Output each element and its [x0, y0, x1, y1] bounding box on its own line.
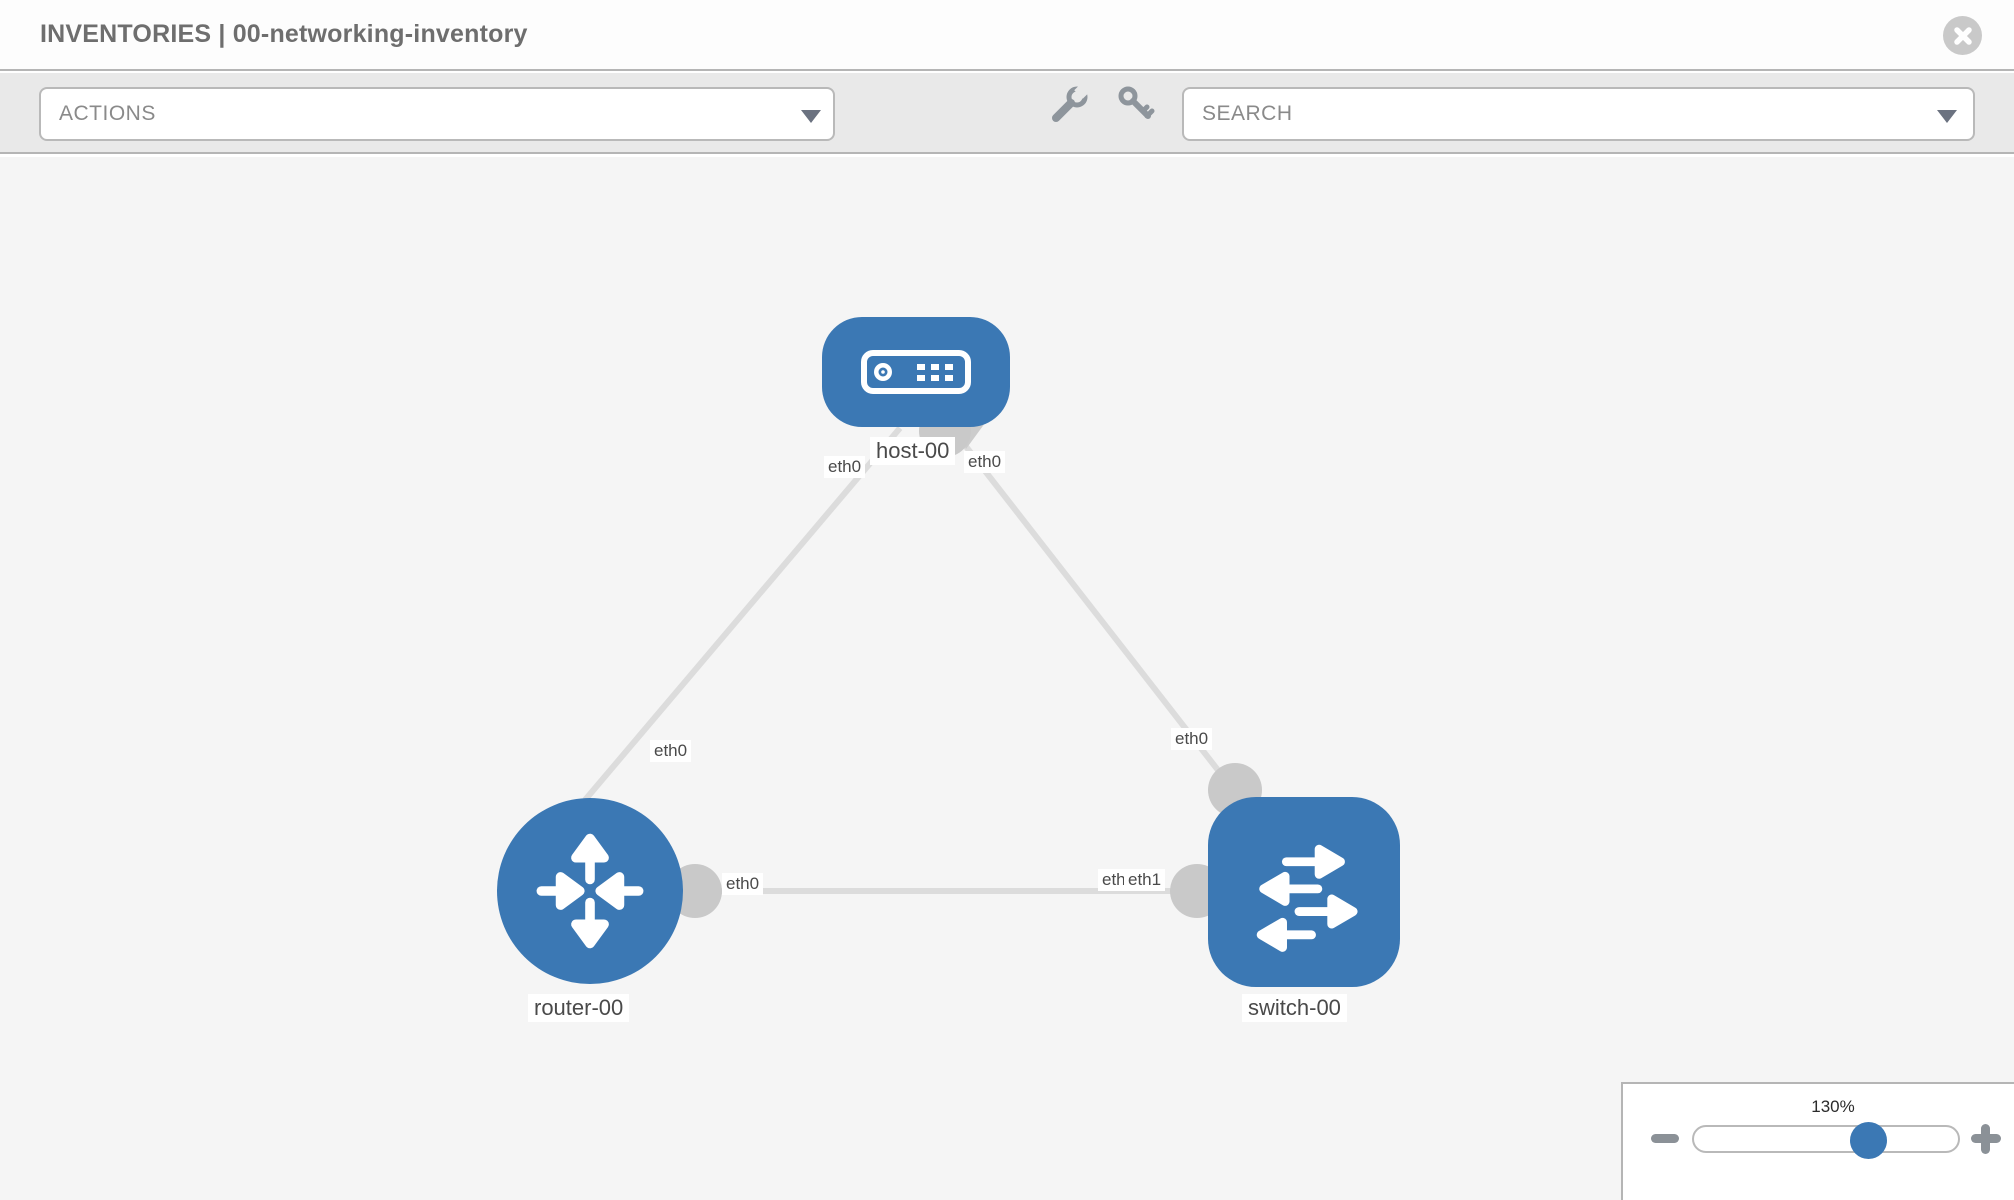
zoom-in-button[interactable] — [1971, 1124, 2001, 1154]
toolbar: ACTIONS SEARCH — [0, 73, 2014, 154]
topology-links-layer — [582, 405, 1300, 918]
node-label-switch-00: switch-00 — [1242, 994, 1347, 1022]
port-label: eth0 — [650, 740, 692, 762]
zoom-control-panel: 130% — [1621, 1082, 2014, 1200]
chevron-down-icon — [1937, 110, 1957, 123]
node-switch-00[interactable] — [1208, 797, 1400, 987]
router-arrows-icon — [536, 833, 644, 949]
wrench-icon[interactable] — [1050, 83, 1090, 125]
actions-dropdown[interactable]: ACTIONS — [39, 87, 835, 141]
window-header: INVENTORIES | 00-networking-inventory — [0, 0, 2014, 71]
port-label: eth1 — [1124, 869, 1166, 891]
topology-canvas[interactable]: eth0 eth0 eth0 eth0 eth0 eth0 eth1 host-… — [0, 157, 2014, 1200]
key-icon[interactable] — [1116, 85, 1156, 125]
port-label: eth0 — [1171, 728, 1213, 750]
zoom-out-button[interactable] — [1651, 1134, 1679, 1143]
page-title: INVENTORIES | 00-networking-inventory — [40, 20, 528, 48]
link-router-host — [582, 426, 903, 802]
search-dropdown-label: SEARCH — [1202, 102, 1293, 125]
chevron-down-icon — [801, 110, 821, 123]
key-glyph — [1118, 86, 1155, 119]
zoom-slider-thumb[interactable] — [1850, 1122, 1887, 1159]
node-router-00[interactable] — [497, 798, 683, 984]
server-icon — [861, 350, 971, 394]
zoom-slider[interactable] — [1692, 1122, 1960, 1159]
switch-arrows-icon — [1256, 844, 1358, 952]
node-host-00[interactable] — [822, 317, 1010, 427]
port-label: eth0 — [964, 451, 1006, 473]
port-label: eth0 — [824, 456, 866, 478]
zoom-level-value: 130% — [1811, 1097, 1855, 1116]
wrench-glyph — [1052, 83, 1090, 122]
node-label-host-00: host-00 — [870, 437, 956, 465]
close-x-glyph — [1953, 26, 1972, 45]
actions-dropdown-label: ACTIONS — [59, 102, 156, 125]
port-label: eth0 — [722, 873, 764, 895]
search-dropdown[interactable]: SEARCH — [1182, 87, 1975, 141]
node-label-router-00: router-00 — [528, 994, 630, 1022]
close-icon[interactable] — [1943, 16, 1982, 55]
